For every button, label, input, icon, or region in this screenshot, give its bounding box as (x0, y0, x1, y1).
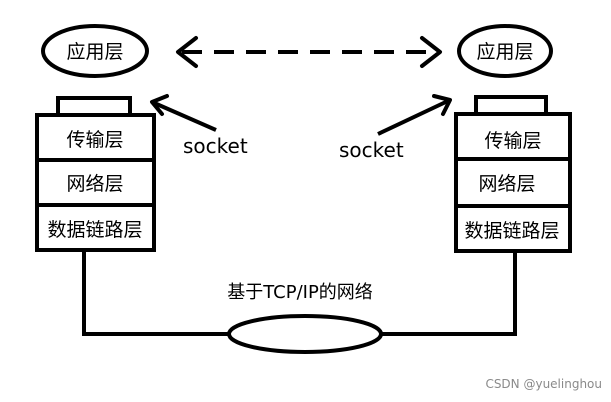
left-network-layer-label: 网络层 (66, 173, 123, 195)
dashed-arrow-right-head (420, 36, 442, 68)
left-socket-arrowhead (150, 94, 169, 116)
left-socket-arrow (151, 100, 217, 132)
right-link-layer-box (454, 204, 572, 253)
right-socket-arrow (377, 98, 451, 136)
right-network-layer-label: 网络层 (478, 173, 535, 195)
left-socket-connector (56, 96, 132, 117)
right-stack: 应用层 传输层 网络层 数据链路层 socket (339, 24, 572, 253)
right-network-wire (380, 251, 517, 336)
right-socket-label: socket (339, 138, 404, 162)
watermark-text: CSDN @yuelinghou (485, 377, 602, 391)
left-link-layer-box (35, 203, 156, 252)
network-label: 基于TCP/IP的网络 (227, 282, 373, 303)
left-network-layer-box (35, 158, 156, 207)
right-link-layer-label: 数据链路层 (464, 220, 559, 242)
left-app-layer-label: 应用层 (66, 41, 123, 63)
left-network-wire (82, 251, 230, 336)
left-app-layer-node (41, 24, 149, 78)
left-stack: 应用层 传输层 网络层 数据链路层 socket (35, 24, 248, 252)
right-socket-connector (474, 95, 548, 116)
left-link-layer-label: 数据链路层 (47, 219, 142, 241)
right-app-layer-node (457, 24, 553, 78)
right-transport-layer-label: 传输层 (484, 130, 541, 152)
dashed-arrow-left-head (176, 36, 198, 68)
right-app-layer-label: 应用层 (476, 41, 533, 63)
right-network-layer-box (454, 157, 572, 208)
left-transport-layer-label: 传输层 (66, 129, 123, 151)
left-socket-label: socket (183, 134, 248, 158)
app-communication-arrow (176, 36, 442, 68)
network-cloud (227, 314, 383, 354)
right-socket-arrowhead (432, 94, 452, 116)
network-link: 基于TCP/IP的网络 (82, 251, 517, 354)
left-transport-layer-box (35, 113, 156, 162)
